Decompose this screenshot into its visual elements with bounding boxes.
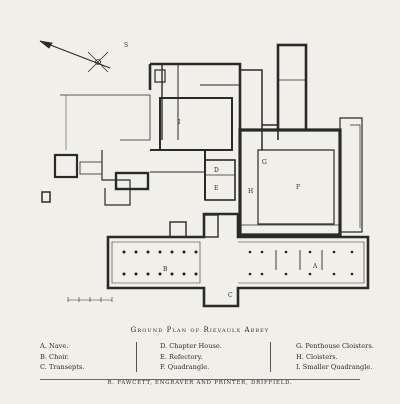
plan-title: Ground Plan of Rievaulx Abbey	[130, 326, 270, 334]
plan-label-c: C	[228, 292, 233, 299]
legend-item: C. Transepts.	[40, 363, 85, 371]
plan-label-h: H	[248, 188, 253, 195]
legend-column-1: A. Nave. B. Choir. C. Transepts.	[40, 341, 84, 373]
legend-item: I. Smaller Quadrangle.	[296, 363, 373, 371]
plan-label-b: B	[163, 266, 168, 273]
plan-label-e: E	[214, 185, 218, 192]
abbey-ground-plan: A B C D E F G H I S	[39, 40, 370, 308]
compass-letter: S	[124, 42, 128, 49]
scale-bar	[67, 297, 113, 302]
plan-label-d: D	[214, 167, 219, 174]
plan-label-g: G	[262, 159, 267, 166]
compass-rose-icon	[39, 40, 111, 73]
legend-column-3: G. Penthouse Cloisters. H. Cloisters. I.…	[296, 341, 374, 373]
plan-label-f: F	[296, 184, 300, 191]
legend-column-2: D. Chapter House. E. Refectory. F. Quadr…	[160, 341, 222, 373]
plan-label-a: A	[312, 263, 318, 270]
legend-item: B. Choir.	[40, 352, 69, 361]
legend-divider	[270, 342, 271, 372]
legend-item: E. Refectory.	[160, 352, 203, 361]
plan-label-i: I	[178, 119, 181, 126]
legend-item: A. Nave.	[40, 342, 69, 350]
footer-rule	[40, 379, 360, 380]
legend-item: H. Cloisters.	[296, 352, 338, 361]
legend-item: F. Quadrangle.	[160, 363, 210, 371]
legend-item: D. Chapter House.	[160, 342, 222, 350]
legend-item: G. Penthouse Cloisters.	[296, 342, 374, 350]
printer-credit: R. FAWCETT, ENGRAVER AND PRINTER, DRIFFI…	[107, 380, 293, 386]
legend-divider	[136, 342, 137, 372]
